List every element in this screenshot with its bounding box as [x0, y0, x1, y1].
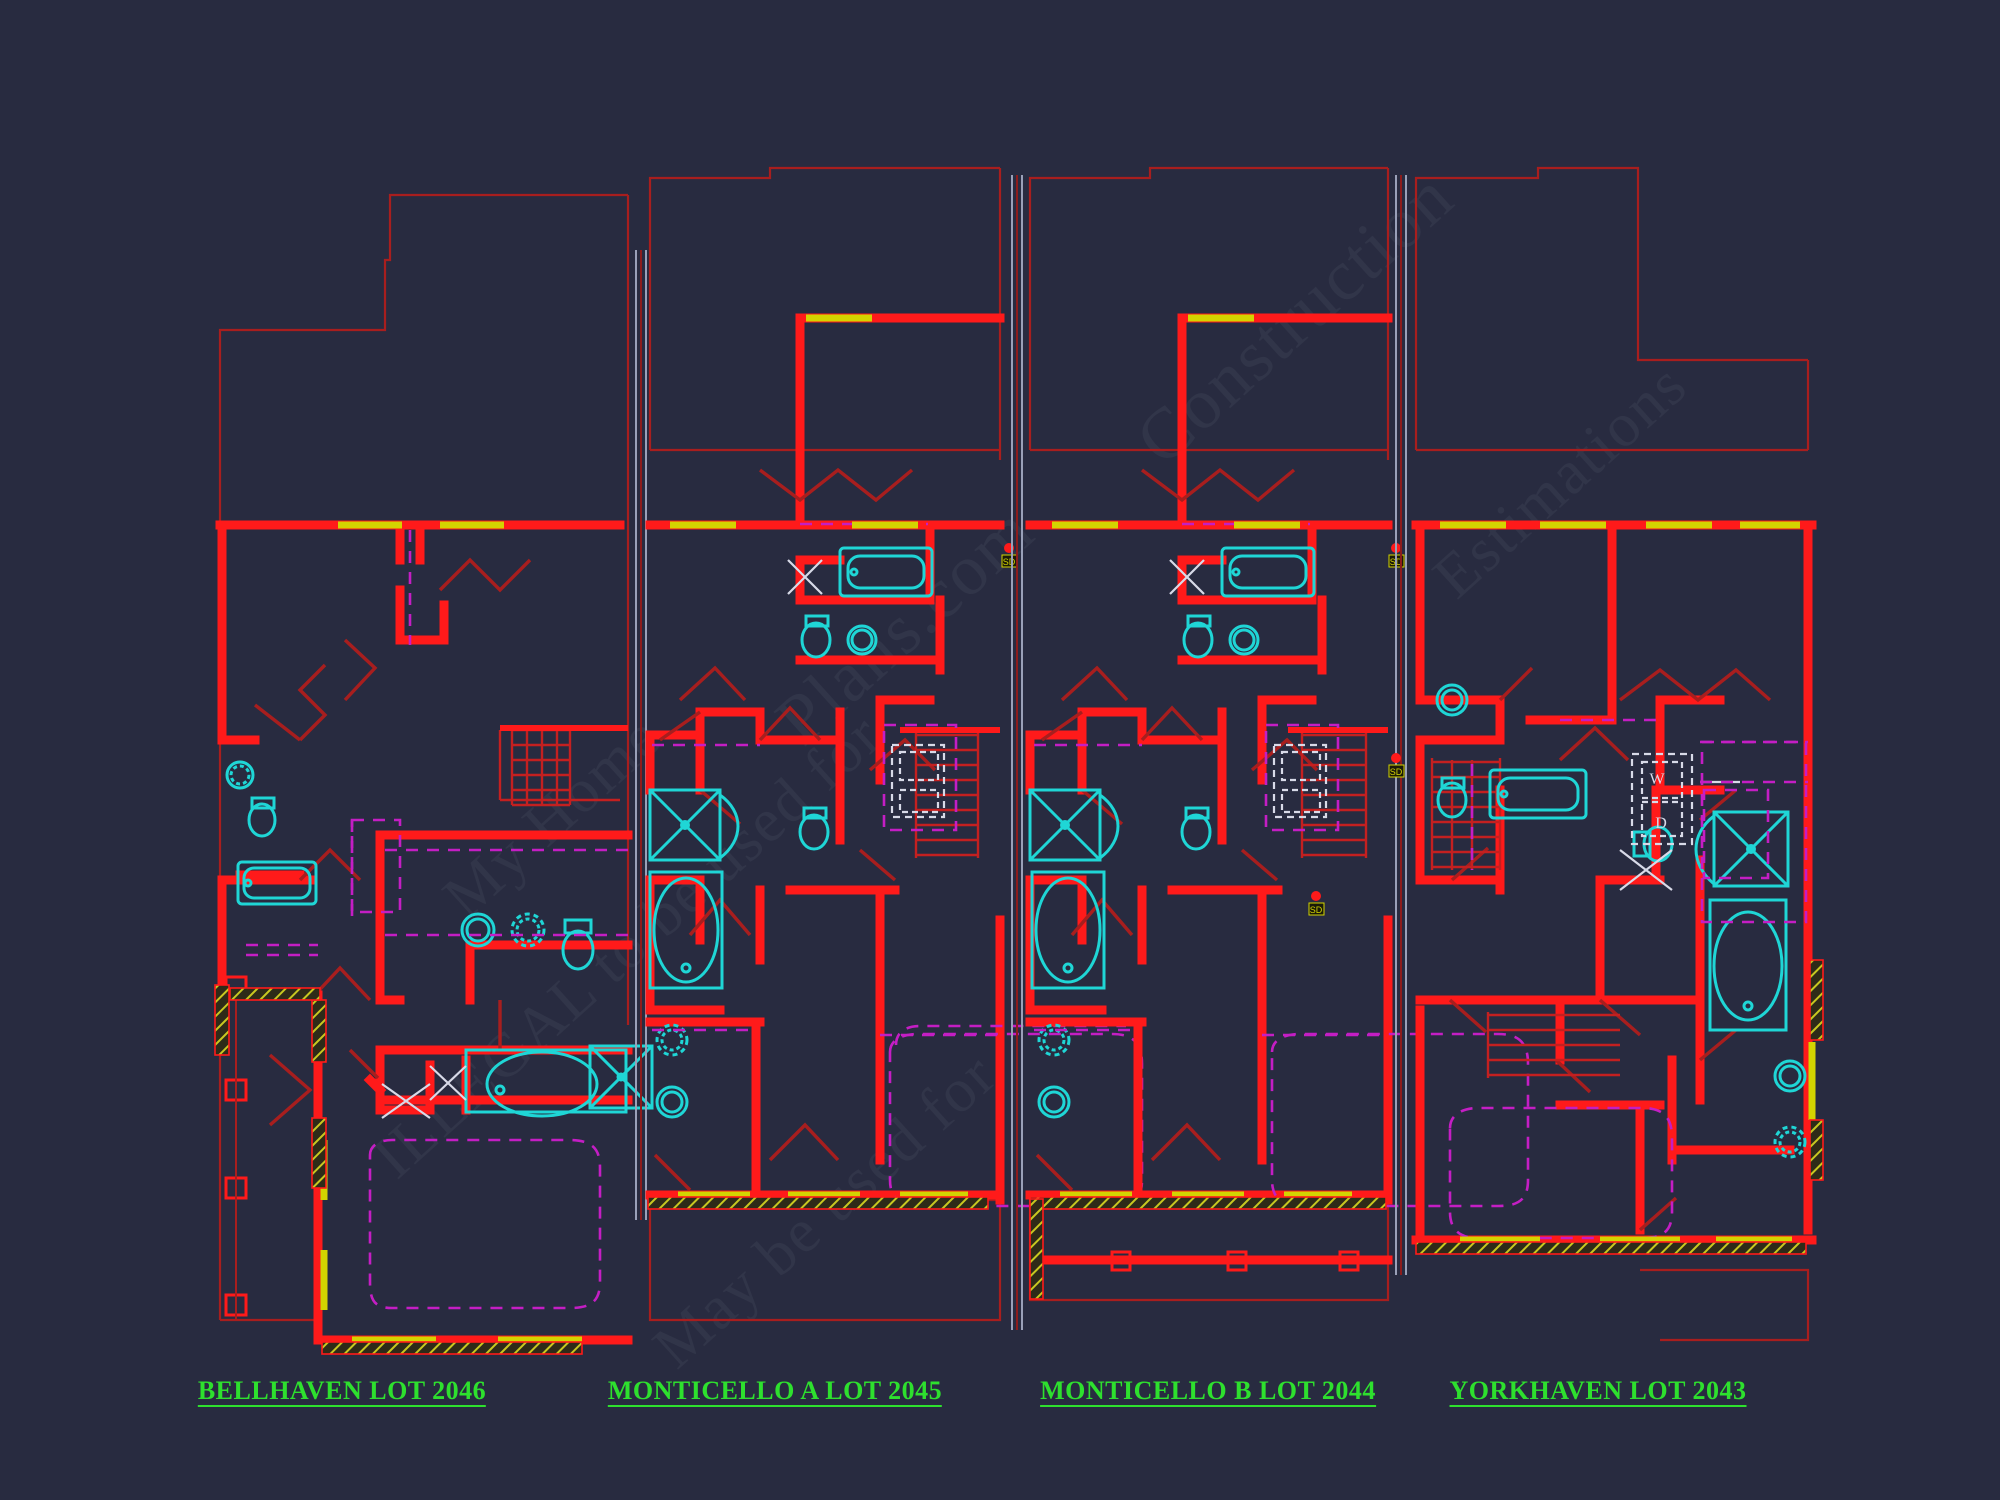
stairs-bellhaven	[498, 728, 620, 807]
stairs-monticello-a	[914, 730, 980, 858]
unit-divider-1	[635, 250, 647, 1220]
plan-label-bellhaven: BELLHAVEN LOT 2046	[197, 1377, 487, 1408]
smoke-detector-marker-a: SD	[1001, 543, 1018, 568]
svg-text:SD: SD	[1390, 767, 1403, 777]
fixtures-bellhaven	[225, 760, 654, 1118]
dashed-overlays-yorkhaven	[1448, 718, 1808, 1240]
dashed-overlays-monticello-b	[1034, 522, 1530, 1208]
plan-bellhaven	[214, 193, 654, 1355]
svg-text:SD: SD	[1003, 557, 1016, 567]
plan-label-monticello-b: MONTICELLO B LOT 2044	[1040, 1377, 1376, 1408]
unit-divider-3	[1395, 175, 1407, 1275]
plan-label-row: BELLHAVEN LOT 2046 MONTICELLO A LOT 2045…	[0, 1377, 2000, 1427]
plan-label-yorkhaven: YORKHAVEN LOT 2043	[1449, 1377, 1747, 1408]
plan-monticello-a: SD	[645, 166, 1144, 1322]
fixtures-monticello-b	[1028, 546, 1316, 1119]
fixtures-monticello-a	[648, 546, 934, 1119]
plan-yorkhaven: W D	[1308, 166, 1824, 1342]
stairs-yorkhaven	[1430, 758, 1620, 1078]
dashed-overlays-bellhaven	[246, 530, 628, 1310]
dryer-label: D	[1655, 815, 1667, 832]
smoke-detector-markers-yorkhaven: SD SD	[1308, 753, 1405, 916]
svg-text:SD: SD	[1310, 905, 1323, 915]
stairs-monticello-b	[1300, 730, 1368, 858]
unit-divider-2	[1011, 175, 1023, 1330]
plan-label-monticello-a: MONTICELLO A LOT 2045	[607, 1377, 943, 1408]
plan-monticello-b: SD	[1025, 166, 1530, 1302]
washer-label: W	[1649, 771, 1665, 788]
washer-dryer-yorkhaven	[1619, 752, 1740, 891]
